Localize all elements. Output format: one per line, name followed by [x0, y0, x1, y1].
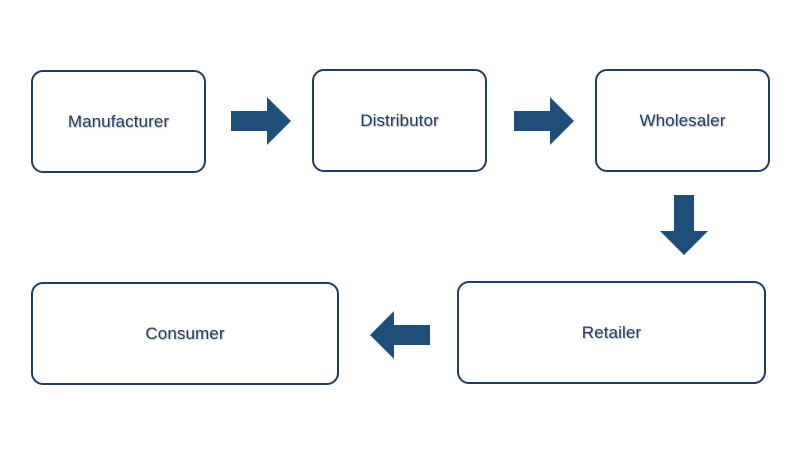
node-manufacturer: Manufacturer [31, 70, 206, 173]
node-label-wholesaler: Wholesaler [639, 110, 726, 130]
node-wholesaler: Wholesaler [595, 69, 770, 172]
node-label-distributor: Distributor [360, 110, 439, 130]
node-label-manufacturer: Manufacturer [67, 111, 170, 131]
node-label-retailer: Retailer [581, 322, 642, 342]
arrow-right-icon [231, 97, 291, 145]
node-retailer: Retailer [457, 281, 766, 384]
arrow-right-icon [514, 97, 574, 145]
node-consumer: Consumer [31, 282, 339, 385]
arrow-down-icon [660, 195, 708, 255]
node-distributor: Distributor [312, 69, 487, 172]
node-label-consumer: Consumer [145, 323, 225, 343]
arrow-left-icon [370, 311, 430, 359]
